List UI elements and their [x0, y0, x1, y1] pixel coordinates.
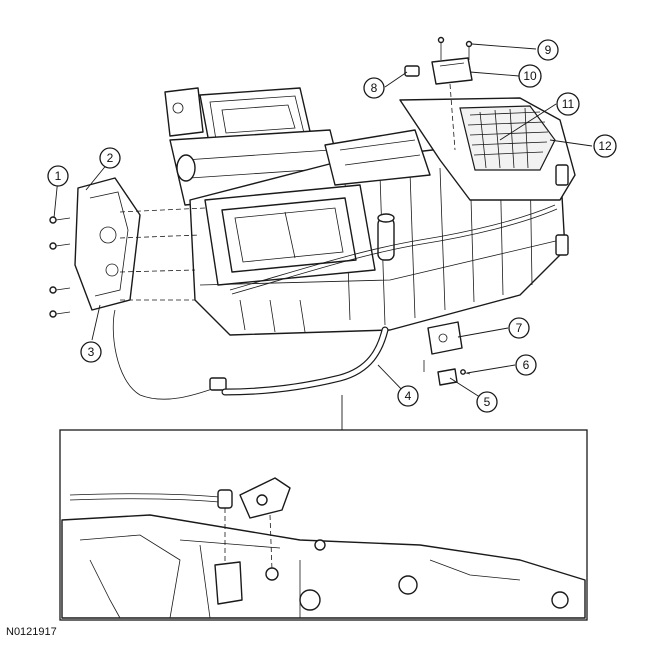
svg-text:9: 9 [545, 43, 552, 57]
drain-hose [221, 326, 389, 396]
callout-10: 10 [518, 64, 542, 88]
left-actuator-group [49, 177, 206, 318]
blower-mesh [467, 107, 549, 169]
callout-2: 2 [99, 147, 121, 169]
svg-text:3: 3 [88, 345, 95, 359]
sensor-screw [423, 360, 471, 375]
svg-text:7: 7 [516, 321, 523, 335]
svg-text:6: 6 [523, 358, 530, 372]
svg-text:8: 8 [371, 81, 378, 95]
svg-text:11: 11 [562, 97, 575, 111]
screw-icon [49, 216, 71, 318]
actuator-cable [112, 309, 216, 400]
top-module [404, 36, 473, 151]
sensor-bracket [427, 321, 463, 355]
svg-text:4: 4 [405, 389, 412, 403]
callout-9: 9 [537, 39, 559, 61]
sensor-connector [437, 368, 458, 386]
svg-text:2: 2 [107, 151, 114, 165]
callout-12: 12 [593, 134, 617, 158]
callout-8: 8 [363, 77, 385, 99]
hvac-housing [164, 87, 576, 336]
callout-1: 1 [47, 165, 69, 187]
inset-detail [59, 429, 588, 621]
svg-text:12: 12 [598, 139, 612, 153]
document-id: N0121917 [6, 626, 57, 638]
cable-connector [209, 377, 227, 391]
svg-text:5: 5 [484, 395, 491, 409]
callout-6: 6 [515, 354, 537, 376]
callout-7: 7 [508, 317, 530, 339]
callout-4: 4 [397, 385, 419, 407]
callout-11: 11 [556, 92, 580, 116]
callout-3: 3 [80, 341, 102, 363]
svg-text:1: 1 [55, 169, 62, 183]
callout-5: 5 [476, 391, 498, 413]
svg-text:10: 10 [523, 69, 537, 83]
